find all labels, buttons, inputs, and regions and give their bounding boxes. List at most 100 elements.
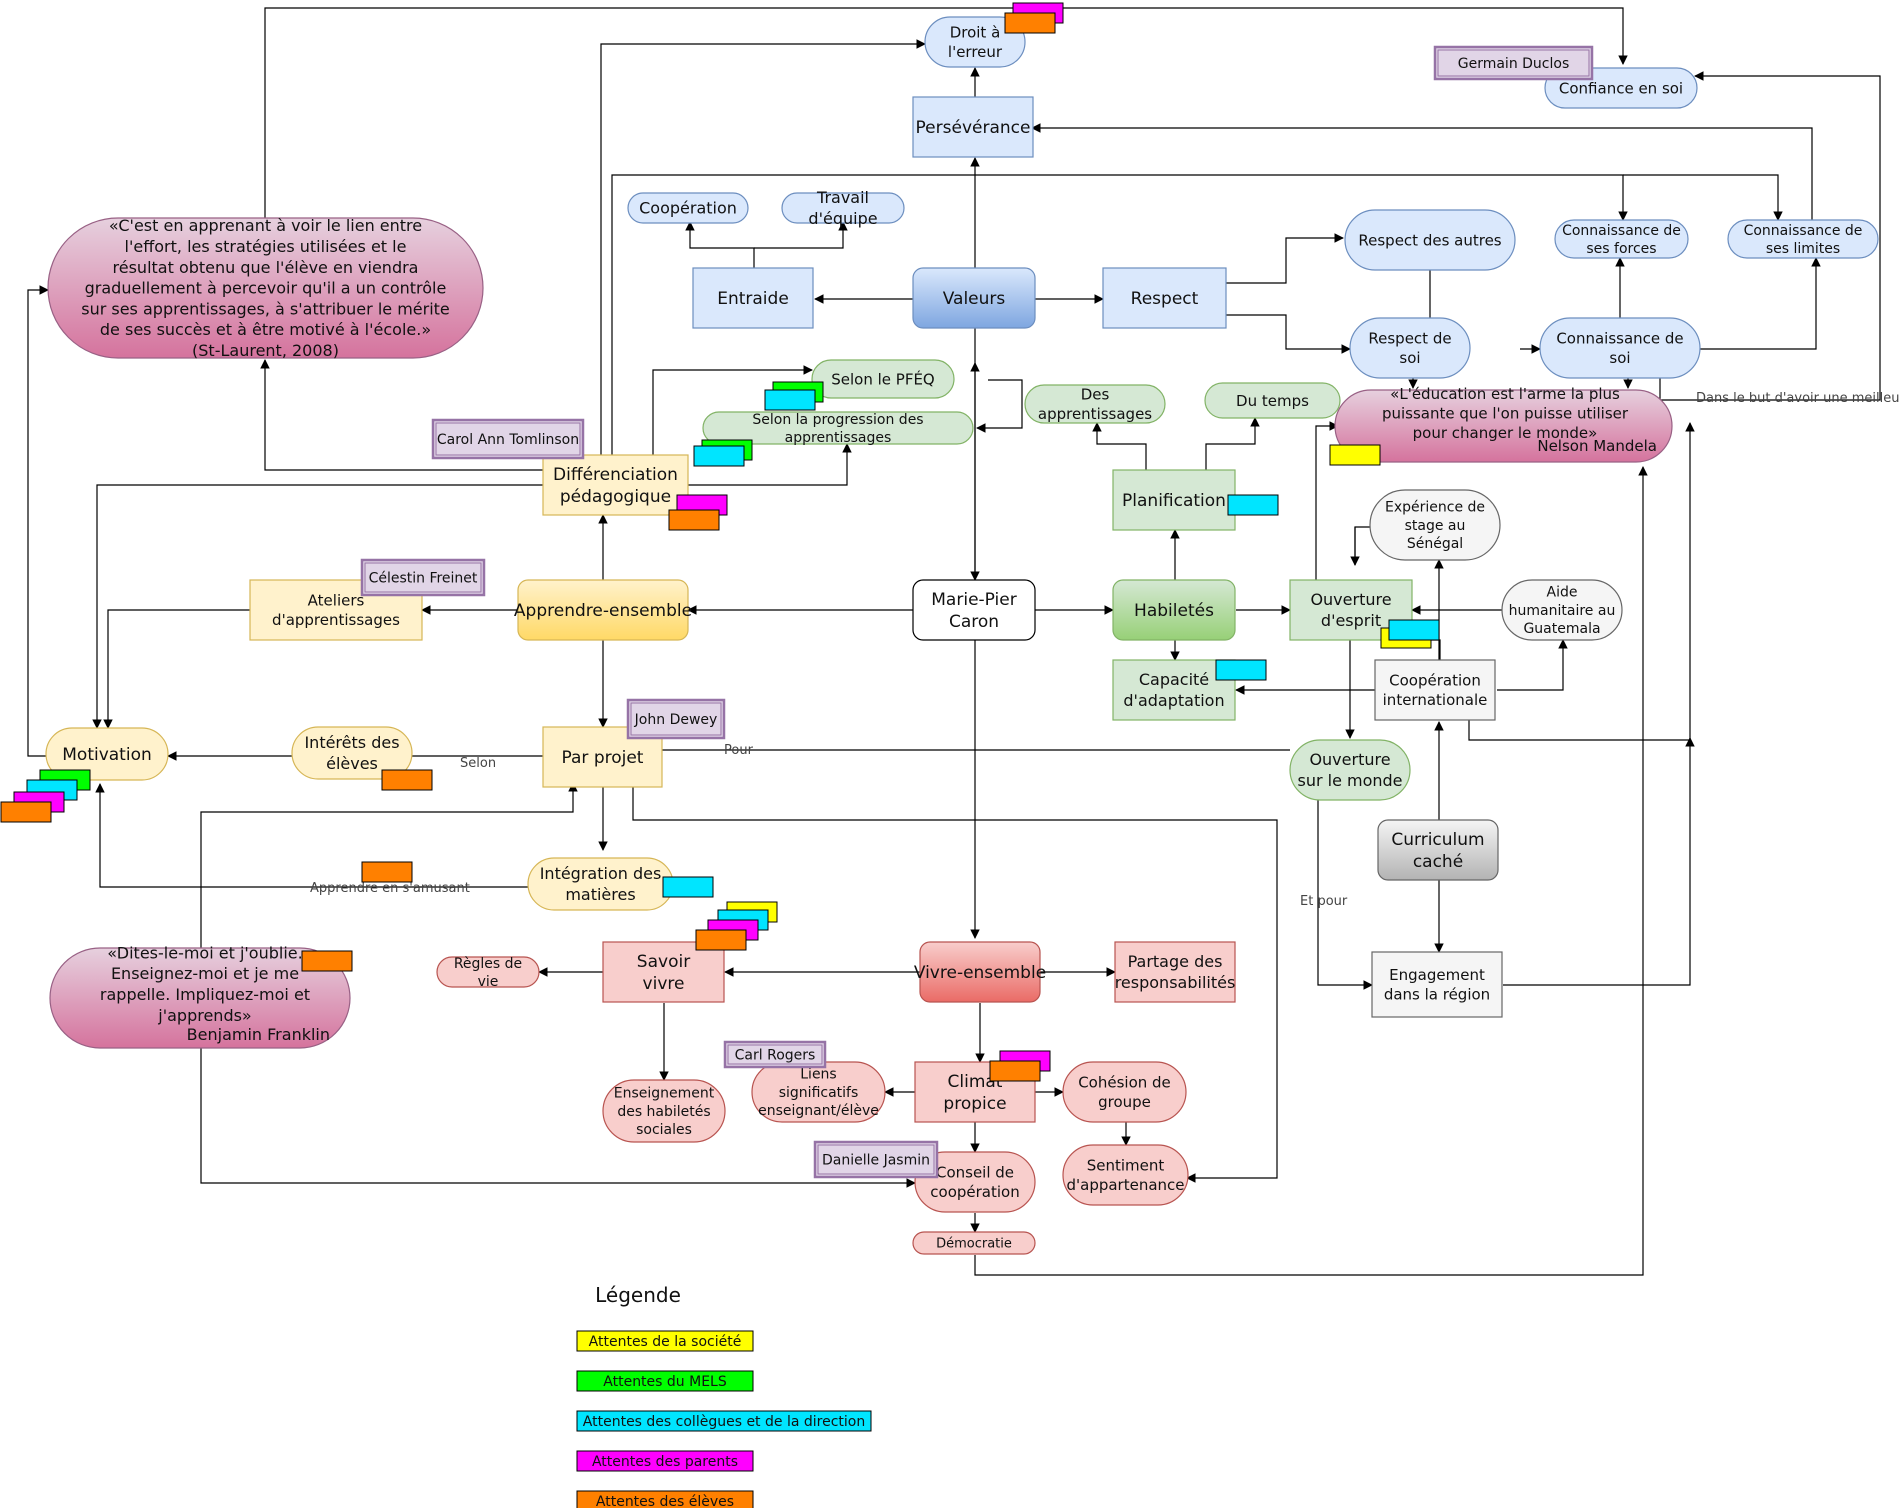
node-cooperation-shape xyxy=(627,192,749,224)
author-dewey-shape xyxy=(626,698,726,740)
expectation-marker xyxy=(361,861,413,883)
quote-mandela-author: Nelson Mandela xyxy=(1537,437,1657,455)
author-tomlinson-inner xyxy=(435,422,581,456)
node-connaissance-forces-shape xyxy=(1554,219,1689,259)
node-selon-pfeq-shape xyxy=(811,359,955,399)
node-respect-autres-label: Respect des autres xyxy=(1358,231,1501,249)
node-st-laurent-shape xyxy=(47,217,484,359)
node-apprendre-ensemble-shape xyxy=(517,579,689,641)
connector xyxy=(1468,422,1695,741)
expectation-marker xyxy=(764,389,816,411)
quote-franklin-author: Benjamin Franklin xyxy=(187,1025,330,1044)
connector xyxy=(1659,71,1881,401)
node-planification[interactable]: Planification xyxy=(1112,469,1236,531)
expectation-marker xyxy=(1329,444,1381,466)
node-democratie[interactable]: Démocratie xyxy=(912,1231,1036,1255)
connector xyxy=(632,772,1278,1183)
node-motivation-label: Motivation xyxy=(62,745,152,765)
connector xyxy=(1205,417,1260,470)
node-du-temps-shape xyxy=(1204,382,1341,419)
node-democratie-shape xyxy=(912,1231,1036,1255)
node-savoir-vivre-shape xyxy=(602,941,725,1003)
legend-title: Légende xyxy=(595,1283,681,1307)
node-apprendre-ensemble[interactable]: Apprendre-ensemble xyxy=(514,579,692,641)
node-respect[interactable]: Respect xyxy=(1102,267,1227,329)
node-droit-erreur-shape xyxy=(924,16,1026,68)
node-valeurs[interactable]: Valeurs xyxy=(912,267,1036,329)
quote-franklin: «Dites-le-moi et j'oublie.Enseignez-moi … xyxy=(49,943,351,1049)
expectation-marker xyxy=(1004,12,1056,34)
edge-label-apprendre-en-samusant: Apprendre en s'amusant xyxy=(310,881,470,896)
node-st-laurent-label: «C'est en apprenant à voir le lien entre… xyxy=(81,216,450,360)
node-du-temps[interactable]: Du temps xyxy=(1204,382,1341,419)
author-duclos-label: Germain Duclos xyxy=(1458,56,1570,72)
node-entraide[interactable]: Entraide xyxy=(692,267,814,329)
author-rogers-shape xyxy=(723,1040,827,1069)
expectation-marker xyxy=(1388,619,1440,641)
node-selon-pfeq[interactable]: Selon le PFÉQ xyxy=(811,359,955,399)
node-st-laurent[interactable]: «C'est en apprenant à voir le lien entre… xyxy=(47,216,484,360)
connector xyxy=(260,359,543,471)
node-des-apprentissages-shape xyxy=(1024,384,1166,424)
node-habiletes[interactable]: Habiletés xyxy=(1112,579,1236,641)
node-respect-autres[interactable]: Respect des autres xyxy=(1344,209,1516,271)
edge-label-selon: Selon xyxy=(460,756,496,771)
node-entraide-label: Entraide xyxy=(717,289,789,309)
node-conseil-cooperation-shape xyxy=(914,1151,1036,1213)
node-vivre-ensemble[interactable]: Vivre-ensemble xyxy=(914,941,1046,1003)
expectation-marker xyxy=(662,876,714,898)
author-dewey: John Dewey xyxy=(626,698,726,740)
node-respect-shape xyxy=(1102,267,1227,329)
node-vivre-ensemble-shape xyxy=(919,941,1041,1003)
node-cooperation[interactable]: Coopération xyxy=(627,192,749,224)
node-regles-vie-shape xyxy=(436,956,540,988)
node-travail-equipe-shape xyxy=(781,192,905,224)
author-rogers-inner xyxy=(727,1044,823,1065)
node-cooperation-internationale-shape xyxy=(1374,659,1496,721)
author-rogers: Carl Rogers xyxy=(723,1040,827,1069)
node-motivation[interactable]: Motivation xyxy=(45,727,169,781)
connector xyxy=(1503,737,1695,986)
node-valeurs-shape xyxy=(912,267,1036,329)
edge-label-layer: Selon Pour Apprendre en s'amusant Et pou… xyxy=(310,391,1899,909)
node-perseverance[interactable]: Persévérance xyxy=(912,96,1034,158)
author-duclos-shape xyxy=(1433,45,1594,81)
